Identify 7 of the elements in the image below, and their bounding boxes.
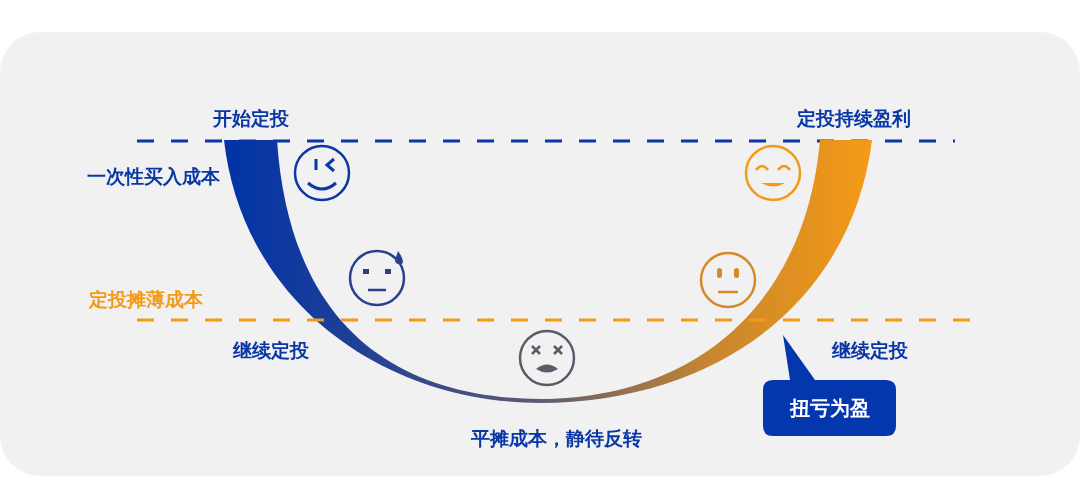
text-label: 定投持续盈利 (796, 106, 912, 130)
text-label: 平摊成本，静待反转 (469, 426, 643, 450)
text-label: 继续定投 (831, 338, 909, 362)
text-label: 继续定投 (232, 338, 310, 362)
text-label: 一次性买入成本 (86, 164, 220, 188)
text-label: 开始定投 (212, 106, 290, 130)
text-label: 定投摊薄成本 (88, 287, 203, 311)
